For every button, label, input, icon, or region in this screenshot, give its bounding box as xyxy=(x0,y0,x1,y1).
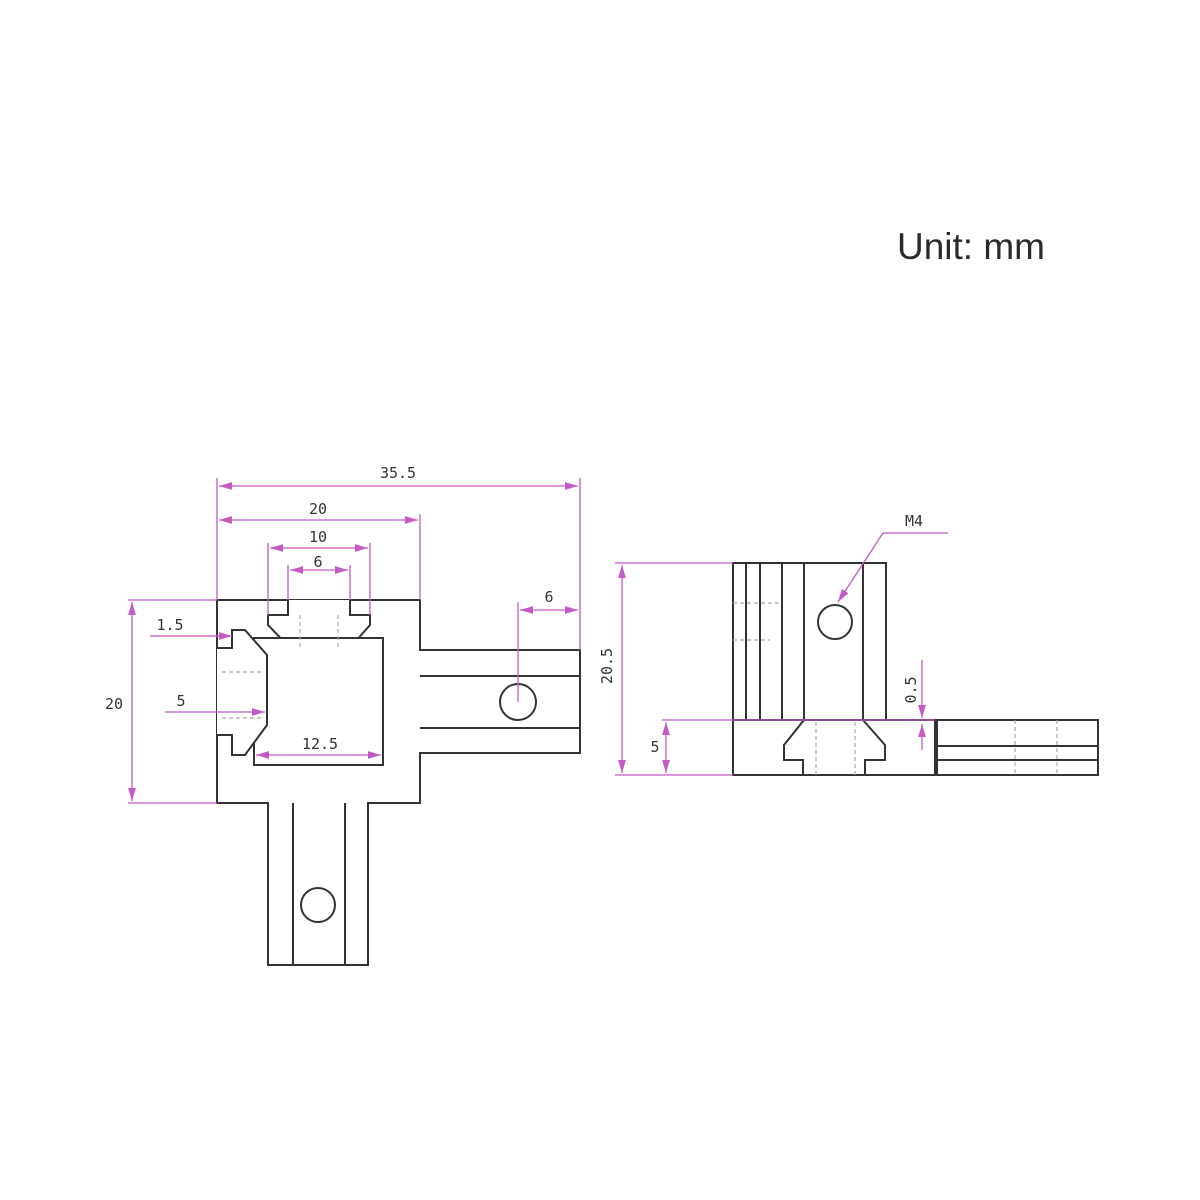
dim-lip-thickness: 1.5 xyxy=(156,616,183,634)
thread-callout: M4 xyxy=(905,512,923,530)
dim-overall-width: 35.5 xyxy=(380,464,416,482)
dim-body-height: 20 xyxy=(105,695,123,713)
hole-icon xyxy=(817,604,853,640)
dim-body-width: 20 xyxy=(309,500,327,518)
dim-hole-offset: 6 xyxy=(544,588,553,606)
dim-gap: 0.5 xyxy=(902,676,920,703)
front-view xyxy=(216,599,581,966)
dim-slot-depth: 5 xyxy=(176,692,185,710)
dim-cavity-width: 12.5 xyxy=(302,735,338,753)
hole-icon xyxy=(300,887,336,923)
dim-base-height: 5 xyxy=(650,738,659,756)
front-dimensions: 35.5 20 10 6 1.5 5 12.5 20 6 xyxy=(105,464,581,804)
unit-label: Unit: mm xyxy=(897,226,1045,267)
side-dimensions: 20.5 5 0.5 M4 xyxy=(598,512,948,776)
dim-slot-outer-width: 10 xyxy=(309,528,327,546)
side-view xyxy=(732,562,1099,776)
dim-slot-opening: 6 xyxy=(313,553,322,571)
dim-overall-height: 20.5 xyxy=(598,648,616,684)
